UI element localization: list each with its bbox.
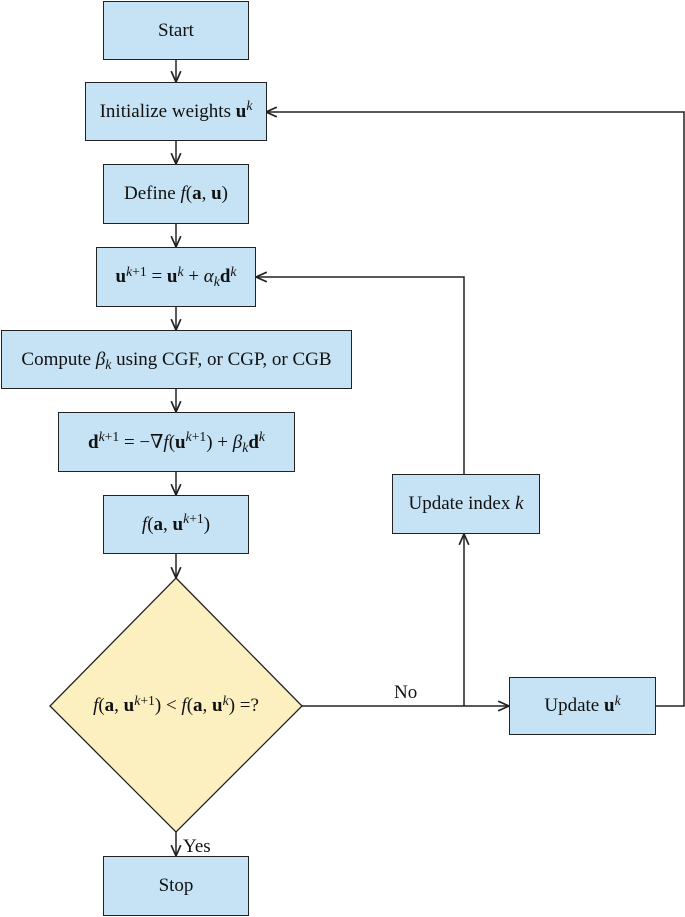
define-function-node: Define f(a, u): [103, 164, 249, 224]
compute-beta-label: Compute βk using CGF, or CGP, or CGB: [21, 348, 332, 372]
edge-update-weights-loop: [266, 112, 685, 707]
update-index-label: Update index k: [408, 493, 524, 514]
edge-update-index-loop: [256, 277, 465, 474]
edge-label-yes: Yes: [183, 836, 211, 857]
decision-label: f(a, uk+1) < f(a, uk) =?: [93, 692, 259, 716]
compute-beta-node: Compute βk using CGF, or CGP, or CGB: [1, 330, 352, 389]
stop-node: Stop: [103, 856, 249, 916]
update-index-node: Update index k: [392, 474, 540, 534]
stop-label: Stop: [158, 875, 194, 896]
start-node: Start: [103, 1, 249, 60]
define-function-label: Define f(a, u): [124, 183, 228, 204]
evaluate-function-node: f(a, uk+1): [103, 495, 249, 554]
decision-diamond: [49, 577, 303, 833]
update-u-step-node: uk+1 = uk + αkdk: [96, 247, 256, 307]
update-weights-node: Update uk: [509, 677, 656, 735]
start-label: Start: [158, 19, 194, 41]
evaluate-function-formula: f(a, uk+1): [141, 511, 211, 535]
edge-label-no: No: [394, 682, 417, 703]
direction-update-node: dk+1 = −∇f(uk+1) + βkdk: [58, 412, 295, 472]
update-u-step-formula: uk+1 = uk + αkdk: [115, 263, 237, 290]
direction-update-formula: dk+1 = −∇f(uk+1) + βkdk: [88, 429, 265, 455]
initialize-weights-node: Initialize weights uk: [85, 82, 267, 141]
update-weights-label: Update uk: [544, 692, 621, 716]
initialize-weights-label: Initialize weights uk: [99, 98, 253, 122]
